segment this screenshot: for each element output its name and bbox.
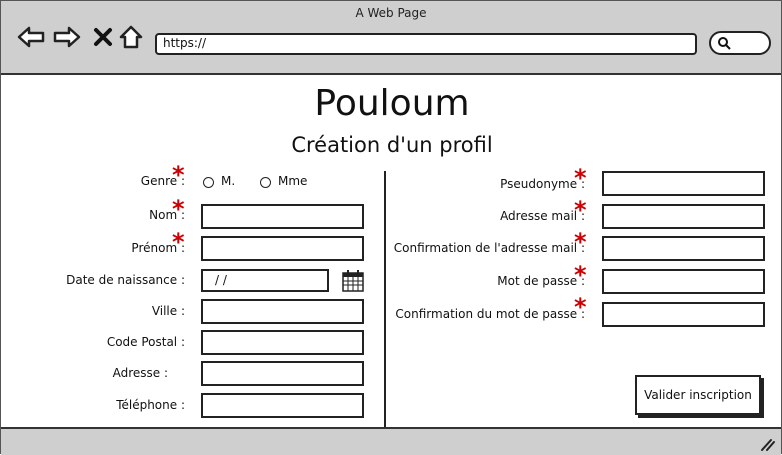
confirmation-mot-de-passe-input[interactable] — [602, 302, 765, 327]
confirmation-mail-label: Confirmation de l'adresse mail : — [393, 241, 585, 255]
home-icon[interactable] — [117, 23, 145, 51]
date-naissance-value: / / — [215, 273, 227, 287]
prenom-required-marker: * — [172, 228, 185, 256]
adresse-mail-input[interactable] — [602, 204, 765, 229]
window-title: A Web Page — [355, 6, 427, 20]
confirmation-mail-required-marker: * — [574, 228, 587, 256]
stop-icon[interactable] — [89, 23, 117, 51]
address-bar[interactable]: https:// — [155, 33, 697, 55]
adresse-mail-required-marker: * — [574, 196, 587, 224]
page-subtitle: Création d'un profil — [291, 133, 493, 157]
ville-input[interactable] — [201, 299, 364, 324]
genre-radio-m[interactable] — [203, 177, 214, 188]
nom-input[interactable] — [201, 204, 364, 229]
nom-required-marker: * — [172, 195, 185, 223]
genre-label: Genre : — [140, 174, 185, 188]
confirmation-mail-input[interactable] — [602, 236, 765, 261]
browser-toolbar: A Web Page https:// — [1, 1, 781, 75]
address-bar-text: https:// — [163, 36, 207, 50]
date-naissance-input[interactable]: / / — [201, 269, 329, 292]
mot-de-passe-label: Mot de passe : — [497, 274, 585, 288]
genre-option-m-label: M. — [221, 174, 236, 188]
valider-inscription-button[interactable]: Valider inscription — [635, 375, 761, 415]
resize-grip-icon[interactable] — [759, 437, 775, 451]
page-title: Pouloum — [314, 83, 470, 124]
pseudonyme-label: Pseudonyme : — [500, 177, 585, 191]
genre-required-marker: * — [172, 161, 185, 189]
mot-de-passe-input[interactable] — [602, 269, 765, 294]
code-postal-label: Code Postal : — [106, 335, 185, 349]
adresse-label: Adresse : — [112, 366, 168, 380]
genre-radio-mme[interactable] — [260, 177, 271, 188]
nom-label: Nom : — [149, 208, 185, 222]
confirmation-mot-de-passe-label: Confirmation du mot de passe : — [395, 307, 585, 321]
adresse-input[interactable] — [201, 361, 364, 386]
pseudonyme-input[interactable] — [602, 171, 765, 196]
browser-search-field[interactable] — [709, 31, 771, 55]
genre-option-mme-label: Mme — [278, 174, 308, 188]
confirmation-mot-de-passe-required-marker: * — [574, 293, 587, 321]
magnifier-icon — [718, 37, 731, 50]
column-divider — [384, 171, 386, 429]
status-bar — [1, 427, 781, 455]
forward-arrow-icon[interactable] — [53, 23, 81, 51]
prenom-input[interactable] — [201, 236, 364, 261]
back-arrow-icon[interactable] — [17, 23, 45, 51]
pseudonyme-required-marker: * — [574, 164, 587, 192]
prenom-label: Prénom : — [131, 241, 185, 255]
telephone-input[interactable] — [201, 393, 364, 418]
calendar-icon[interactable] — [341, 269, 365, 297]
code-postal-input[interactable] — [201, 330, 364, 355]
adresse-mail-label: Adresse mail : — [500, 209, 585, 223]
date-naissance-label: Date de naissance : — [66, 273, 185, 287]
ville-label: Ville : — [151, 304, 185, 318]
telephone-label: Téléphone : — [116, 398, 185, 412]
mot-de-passe-required-marker: * — [574, 261, 587, 289]
